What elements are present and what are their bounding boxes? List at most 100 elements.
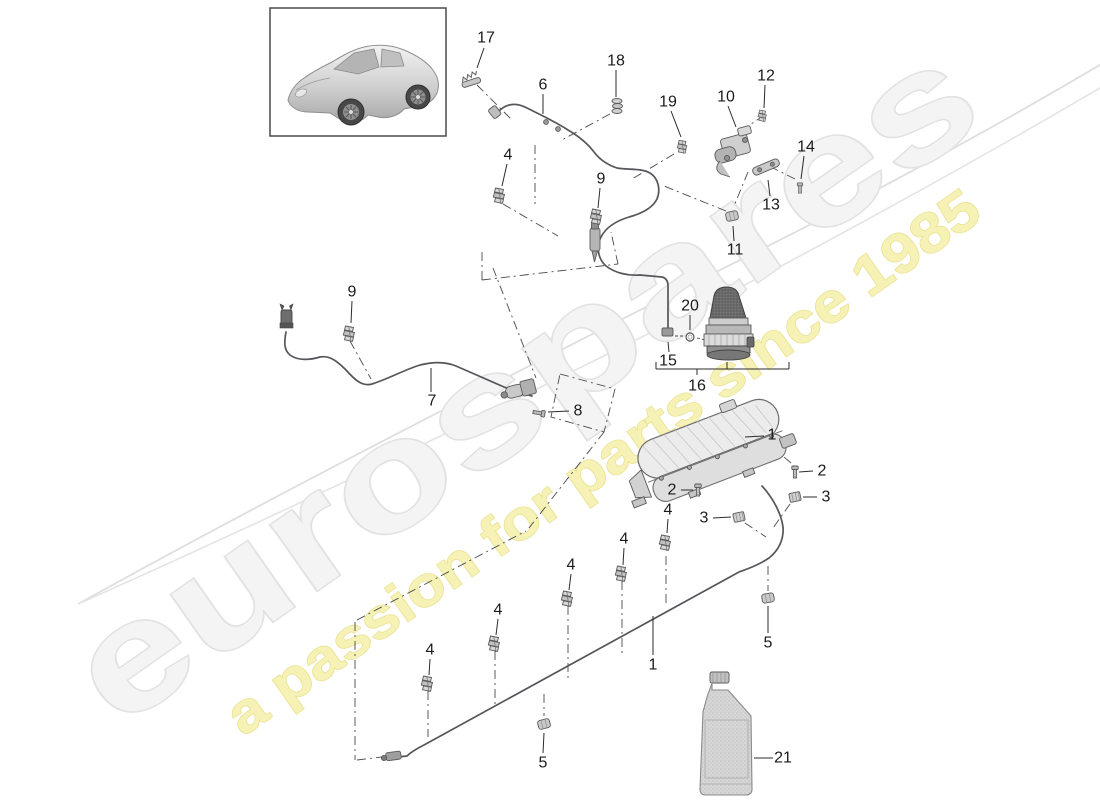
callout-5-right[interactable]: 5 — [764, 606, 773, 652]
line-7-pump-fitting — [500, 378, 537, 399]
callout-leader-19 — [670, 110, 682, 138]
part-number-15[interactable]: 15 — [659, 353, 677, 370]
callout-5-bottom[interactable]: 5 — [539, 732, 548, 772]
callout-leader-10 — [727, 105, 737, 128]
callout-leader-2-right — [798, 470, 814, 473]
fuel-line-6 — [496, 103, 669, 329]
callout-8[interactable]: 8 — [547, 403, 583, 420]
callout-15[interactable]: 15 — [659, 341, 677, 370]
callout-18[interactable]: 18 — [607, 53, 625, 98]
clip-3-right — [788, 491, 802, 503]
callout-3-right[interactable]: 3 — [803, 489, 831, 506]
part-number-4-a[interactable]: 4 — [664, 502, 673, 519]
clip-4-a — [658, 534, 671, 552]
part-number-14[interactable]: 14 — [797, 139, 815, 156]
part-number-12[interactable]: 12 — [757, 68, 775, 85]
callout-21[interactable]: 21 — [754, 750, 792, 767]
part-number-4-top[interactable]: 4 — [504, 147, 513, 164]
callout-10[interactable]: 10 — [717, 89, 737, 128]
line-6-union — [543, 119, 549, 125]
part-number-6[interactable]: 6 — [539, 77, 548, 94]
line-7-connector — [279, 303, 294, 329]
callout-4-d[interactable]: 4 — [494, 602, 503, 636]
callout-19[interactable]: 19 — [659, 94, 682, 138]
callout-4-e[interactable]: 4 — [426, 642, 435, 676]
part-number-10[interactable]: 10 — [717, 89, 735, 106]
part-number-19[interactable]: 19 — [659, 94, 677, 111]
callout-leader-9-top — [597, 187, 601, 209]
callout-13[interactable]: 13 — [762, 179, 780, 214]
callout-4-b[interactable]: 4 — [620, 531, 629, 566]
callout-17[interactable]: 17 — [476, 30, 495, 69]
callout-leader-4-a — [666, 518, 669, 534]
part-number-1-canister[interactable]: 1 — [768, 427, 777, 444]
part-number-13[interactable]: 13 — [762, 197, 780, 214]
clip-4-d — [487, 635, 500, 653]
callout-11[interactable]: 11 — [727, 225, 744, 259]
callout-3-left[interactable]: 3 — [700, 510, 732, 527]
part-number-4-e[interactable]: 4 — [426, 642, 435, 659]
callout-leader-8 — [547, 410, 570, 413]
part-number-5-bottom[interactable]: 5 — [539, 755, 548, 772]
callout-leader-14 — [800, 155, 805, 180]
callout-leader-3-left — [712, 516, 732, 519]
filter-assembly-16 — [703, 286, 755, 361]
part-number-20[interactable]: 20 — [681, 298, 699, 315]
callout-2-right[interactable]: 2 — [798, 463, 827, 480]
clip-9-left — [342, 325, 355, 343]
callout-4-c[interactable]: 4 — [567, 557, 576, 591]
callout-9-left[interactable]: 9 — [348, 284, 357, 324]
line-15-fitting — [661, 327, 674, 337]
callout-leader-15 — [667, 341, 670, 353]
grommet-5-right — [760, 592, 776, 604]
part-number-4-c[interactable]: 4 — [567, 557, 576, 574]
part-number-2-left[interactable]: 2 — [668, 482, 677, 499]
part-number-4-d[interactable]: 4 — [494, 602, 503, 619]
callout-9-top[interactable]: 9 — [597, 171, 606, 209]
part-number-5-right[interactable]: 5 — [764, 635, 773, 652]
bracket-16 — [655, 362, 790, 375]
part-number-8[interactable]: 8 — [574, 403, 583, 420]
callout-6[interactable]: 6 — [539, 77, 548, 115]
callout-1-canister[interactable]: 1 — [744, 427, 777, 444]
part-number-3-right[interactable]: 3 — [822, 489, 831, 506]
callout-leader-1-canister — [744, 435, 765, 438]
clip-9-top — [589, 208, 602, 226]
clip-19 — [676, 139, 688, 155]
callout-14[interactable]: 14 — [797, 139, 815, 180]
part-number-11[interactable]: 11 — [727, 242, 744, 259]
line-6-union-2 — [555, 126, 561, 132]
line-1-end-connector — [380, 750, 402, 762]
part-number-16[interactable]: 16 — [688, 378, 706, 395]
watermark: eurospares a passion for parts since 198… — [38, 5, 1100, 759]
callout-12[interactable]: 12 — [757, 68, 775, 109]
part-number-7[interactable]: 7 — [428, 393, 437, 410]
line-art — [279, 69, 804, 796]
part-number-21[interactable]: 21 — [774, 750, 792, 767]
part-number-4-b[interactable]: 4 — [620, 531, 629, 548]
part-number-17[interactable]: 17 — [477, 30, 495, 47]
part-number-18[interactable]: 18 — [607, 53, 625, 70]
clip-4-b — [614, 565, 627, 583]
callout-leader-4-b — [622, 547, 625, 566]
part-number-2-right[interactable]: 2 — [818, 463, 827, 480]
callout-4-a[interactable]: 4 — [664, 502, 673, 534]
callout-leader-11 — [732, 225, 735, 242]
callout-7[interactable]: 7 — [428, 368, 437, 410]
bracket-strip-13 — [752, 158, 780, 176]
canister-assembly — [628, 398, 797, 509]
screw-2-right — [791, 465, 799, 479]
part-number-9-left[interactable]: 9 — [348, 284, 357, 301]
part-number-1-line[interactable]: 1 — [649, 657, 658, 674]
callout-1-line[interactable]: 1 — [649, 616, 658, 674]
callout-16[interactable]: 16 — [688, 378, 706, 395]
part-number-9-top[interactable]: 9 — [597, 171, 606, 188]
callout-20[interactable]: 20 — [681, 298, 699, 331]
car-thumbnail — [269, 7, 447, 137]
callout-2-left[interactable]: 2 — [668, 482, 693, 499]
car-illustration — [287, 44, 439, 126]
callout-4-top[interactable]: 4 — [501, 147, 513, 187]
callout-leader-13 — [767, 179, 771, 197]
part-number-3-left[interactable]: 3 — [700, 510, 709, 527]
